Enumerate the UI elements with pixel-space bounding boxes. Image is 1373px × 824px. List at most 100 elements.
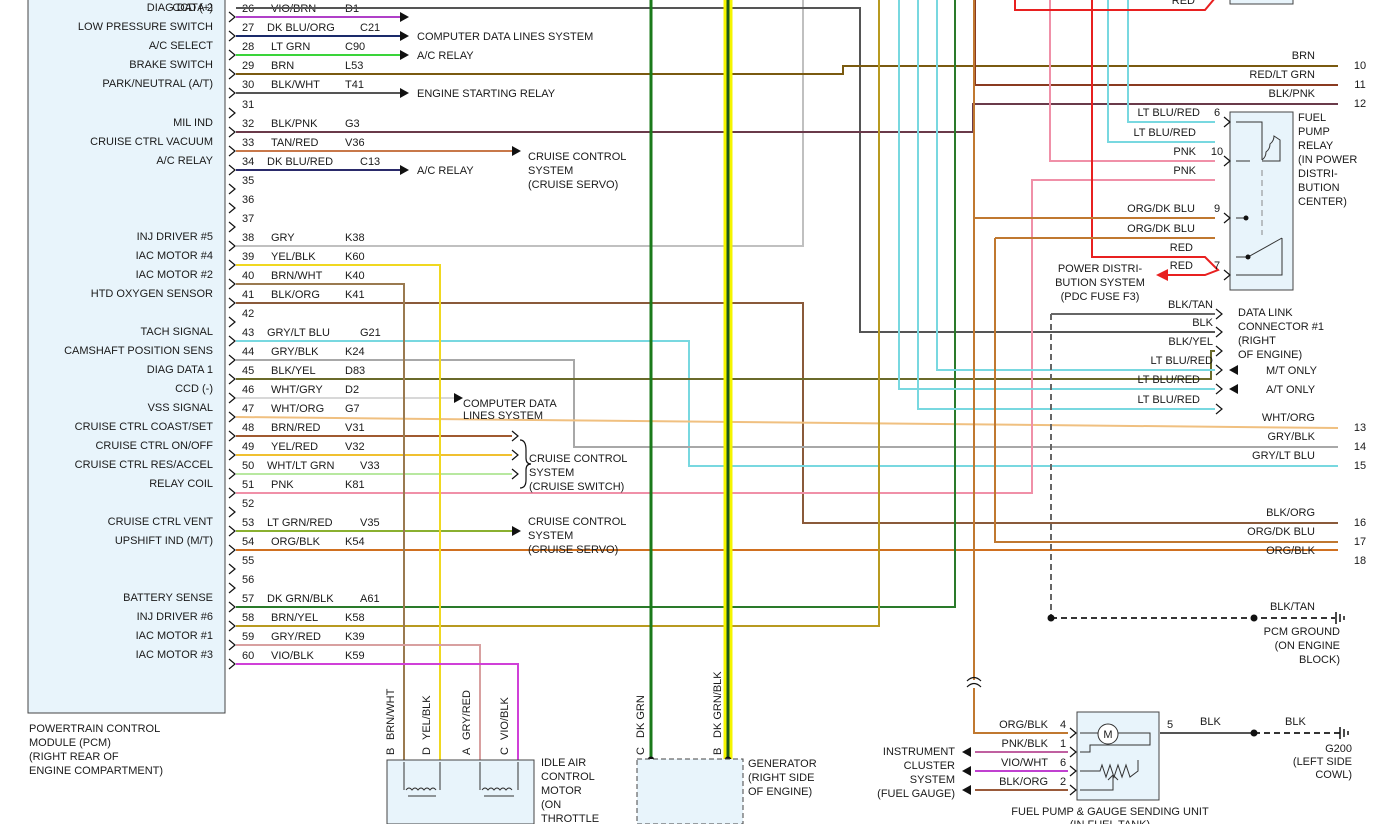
relay-wire-label: RED xyxy=(1170,242,1193,254)
pcm-pin-label: INJ DRIVER #6 xyxy=(137,611,213,623)
connector-chevron-icon xyxy=(1215,403,1223,415)
pcm-pin-chevron-icon xyxy=(228,601,236,613)
wire-red xyxy=(1091,0,1220,276)
instrument-cluster-label: CLUSTER xyxy=(904,760,955,772)
pcm-wire-label: BRN xyxy=(271,60,294,72)
relay-coil-icon xyxy=(1236,121,1281,162)
wire-dk-grn-blk xyxy=(236,0,956,608)
pcm-pin-chevron-icon xyxy=(228,525,236,537)
pcm-wire-label: WHT/GRY xyxy=(271,384,323,396)
pcm-wire-label: DK BLU/RED xyxy=(267,156,333,168)
relay-wire-label: LT BLU/RED xyxy=(1137,107,1200,119)
connector-chevron-icon xyxy=(1223,269,1231,281)
pcm-pin-label: LOW PRESSURE SWITCH xyxy=(78,21,213,33)
pcm-pin-number: 36 xyxy=(242,194,254,206)
pcm-circuit-code: C21 xyxy=(360,22,380,34)
pcm-circuit-code: G21 xyxy=(360,327,381,339)
connector-chevron-icon xyxy=(511,430,519,442)
pcm-pin-label: CRUISE CTRL ON/OFF xyxy=(95,440,213,452)
pcm-pin-label: HTD OXYGEN SENSOR xyxy=(91,288,213,300)
iac-label: THROTTLE xyxy=(541,813,599,824)
fuel-pump-relay-label: DISTRI- xyxy=(1298,168,1338,180)
dlc-label: OF ENGINE) xyxy=(1238,349,1302,361)
pcm-pin-label: RELAY COIL xyxy=(149,478,213,490)
pcm-circuit-code: K40 xyxy=(345,270,365,282)
pcm-pin-chevron-icon xyxy=(228,487,236,499)
pcm-pin-number: 30 xyxy=(242,79,254,91)
ccd-neg-label: LINES SYSTEM xyxy=(463,410,543,422)
pcm-pin-label: CCD (-) xyxy=(175,383,213,395)
sending-unit-wire-label: VIO/WHT xyxy=(1001,757,1048,769)
fuel-pump-relay-label: PUMP xyxy=(1298,126,1330,138)
pcm-circuit-code: K38 xyxy=(345,232,365,244)
relay-top-box xyxy=(1229,0,1294,5)
mt-only-label: M/T ONLY xyxy=(1266,365,1318,377)
pcm-pin-chevron-icon xyxy=(228,639,236,651)
motor-letter: M xyxy=(1103,729,1112,741)
right-wire-number: 16 xyxy=(1354,517,1366,529)
right-wire-number: 13 xyxy=(1354,422,1366,434)
sending-unit-label: FUEL PUMP & GAUGE SENDING UNIT xyxy=(1011,806,1209,818)
pcm-wire-label: GRY/BLK xyxy=(271,346,319,358)
relay-wire-label: ORG/DK BLU xyxy=(1127,223,1195,235)
pcm-pin-label: DIAG DATA 1 xyxy=(147,364,213,376)
pcm-pin-chevron-icon xyxy=(228,68,236,80)
destination-label: COMPUTER DATA LINES SYSTEM xyxy=(417,31,593,43)
arrow-left-icon xyxy=(1229,384,1238,394)
pcm-pin-label: BATTERY SENSE xyxy=(123,592,213,604)
connector-chevron-icon xyxy=(511,468,519,480)
wire-org-blk xyxy=(973,688,1068,734)
pcm-pin-number: 40 xyxy=(242,270,254,282)
pcm-pin-label: PARK/NEUTRAL (A/T) xyxy=(102,78,213,90)
pcm-pin-number: 49 xyxy=(242,441,254,453)
pcm-pin-label: CRUISE CTRL VACUUM xyxy=(90,136,213,148)
cruise-switch-label: (CRUISE SWITCH) xyxy=(529,481,624,493)
pcm-wire-label: TAN/RED xyxy=(271,137,319,149)
right-wire-label: RED/LT GRN xyxy=(1249,69,1315,81)
pcm-pin-chevron-icon xyxy=(228,563,236,575)
pcm-pin-chevron-icon xyxy=(228,373,236,385)
pcm-circuit-code: G7 xyxy=(345,403,360,415)
pdc-label: (PDC FUSE F3) xyxy=(1061,291,1140,303)
pcm-wire-label: VIO/BLK xyxy=(271,650,314,662)
generator-label: (RIGHT SIDE xyxy=(748,772,814,784)
pcm-wire-label: BLK/ORG xyxy=(271,289,320,301)
pcm-pin-chevron-icon xyxy=(228,30,236,42)
pcm-caption-line: (RIGHT REAR OF xyxy=(29,751,119,763)
pcm-pin-label: IAC MOTOR #4 xyxy=(136,250,213,262)
wire-brn-wht xyxy=(236,283,405,762)
right-wire-label: GRY/BLK xyxy=(1268,431,1316,443)
arrow-left-icon xyxy=(1229,365,1238,375)
right-wire-number: 18 xyxy=(1354,555,1366,567)
pcm-pin-number: 51 xyxy=(242,479,254,491)
pcm-wire-label: WHT/ORG xyxy=(271,403,324,415)
splice-dot-icon xyxy=(1047,614,1055,622)
wire-layer xyxy=(235,0,1340,791)
arrow-right-icon xyxy=(400,50,409,60)
cruise-switch-label: CRUISE CONTROL xyxy=(529,453,627,465)
pcm-pin-chevron-icon xyxy=(228,335,236,347)
cruise-servo-label: SYSTEM xyxy=(528,165,573,177)
wire-red xyxy=(1014,0,1215,11)
pcm-pin-number: 60 xyxy=(242,650,254,662)
pcm-ground-label: (ON ENGINE xyxy=(1275,640,1340,652)
pcm-pin-chevron-icon xyxy=(228,240,236,252)
pcm-wire-label: LT GRN/RED xyxy=(267,517,333,529)
ground-icon xyxy=(1335,612,1345,624)
pcm-wire-label: GRY/LT BLU xyxy=(267,327,330,339)
iac-motor-box xyxy=(386,759,535,824)
connector-chevron-icon xyxy=(1223,212,1231,224)
fuel-pump-relay-label: CENTER) xyxy=(1298,196,1347,208)
generator-pin-letter: C xyxy=(635,747,647,755)
dlc-label: (RIGHT xyxy=(1238,335,1276,347)
pcm-pin-number: 27 xyxy=(242,22,254,34)
pcm-caption-line: MODULE (PCM) xyxy=(29,737,111,749)
iac-wire-label: GRY/RED xyxy=(461,690,473,740)
dlc-wire-label: BLK/YEL xyxy=(1168,336,1213,348)
iac-pin-letter: A xyxy=(461,747,473,755)
iac-label: (ON xyxy=(541,799,561,811)
pcm-pin-number: 48 xyxy=(242,422,254,434)
pcm-pin-number: 53 xyxy=(242,517,254,529)
pcm-ground-wire-label: BLK/TAN xyxy=(1270,601,1315,613)
right-wire-label: BLK/ORG xyxy=(1266,507,1315,519)
